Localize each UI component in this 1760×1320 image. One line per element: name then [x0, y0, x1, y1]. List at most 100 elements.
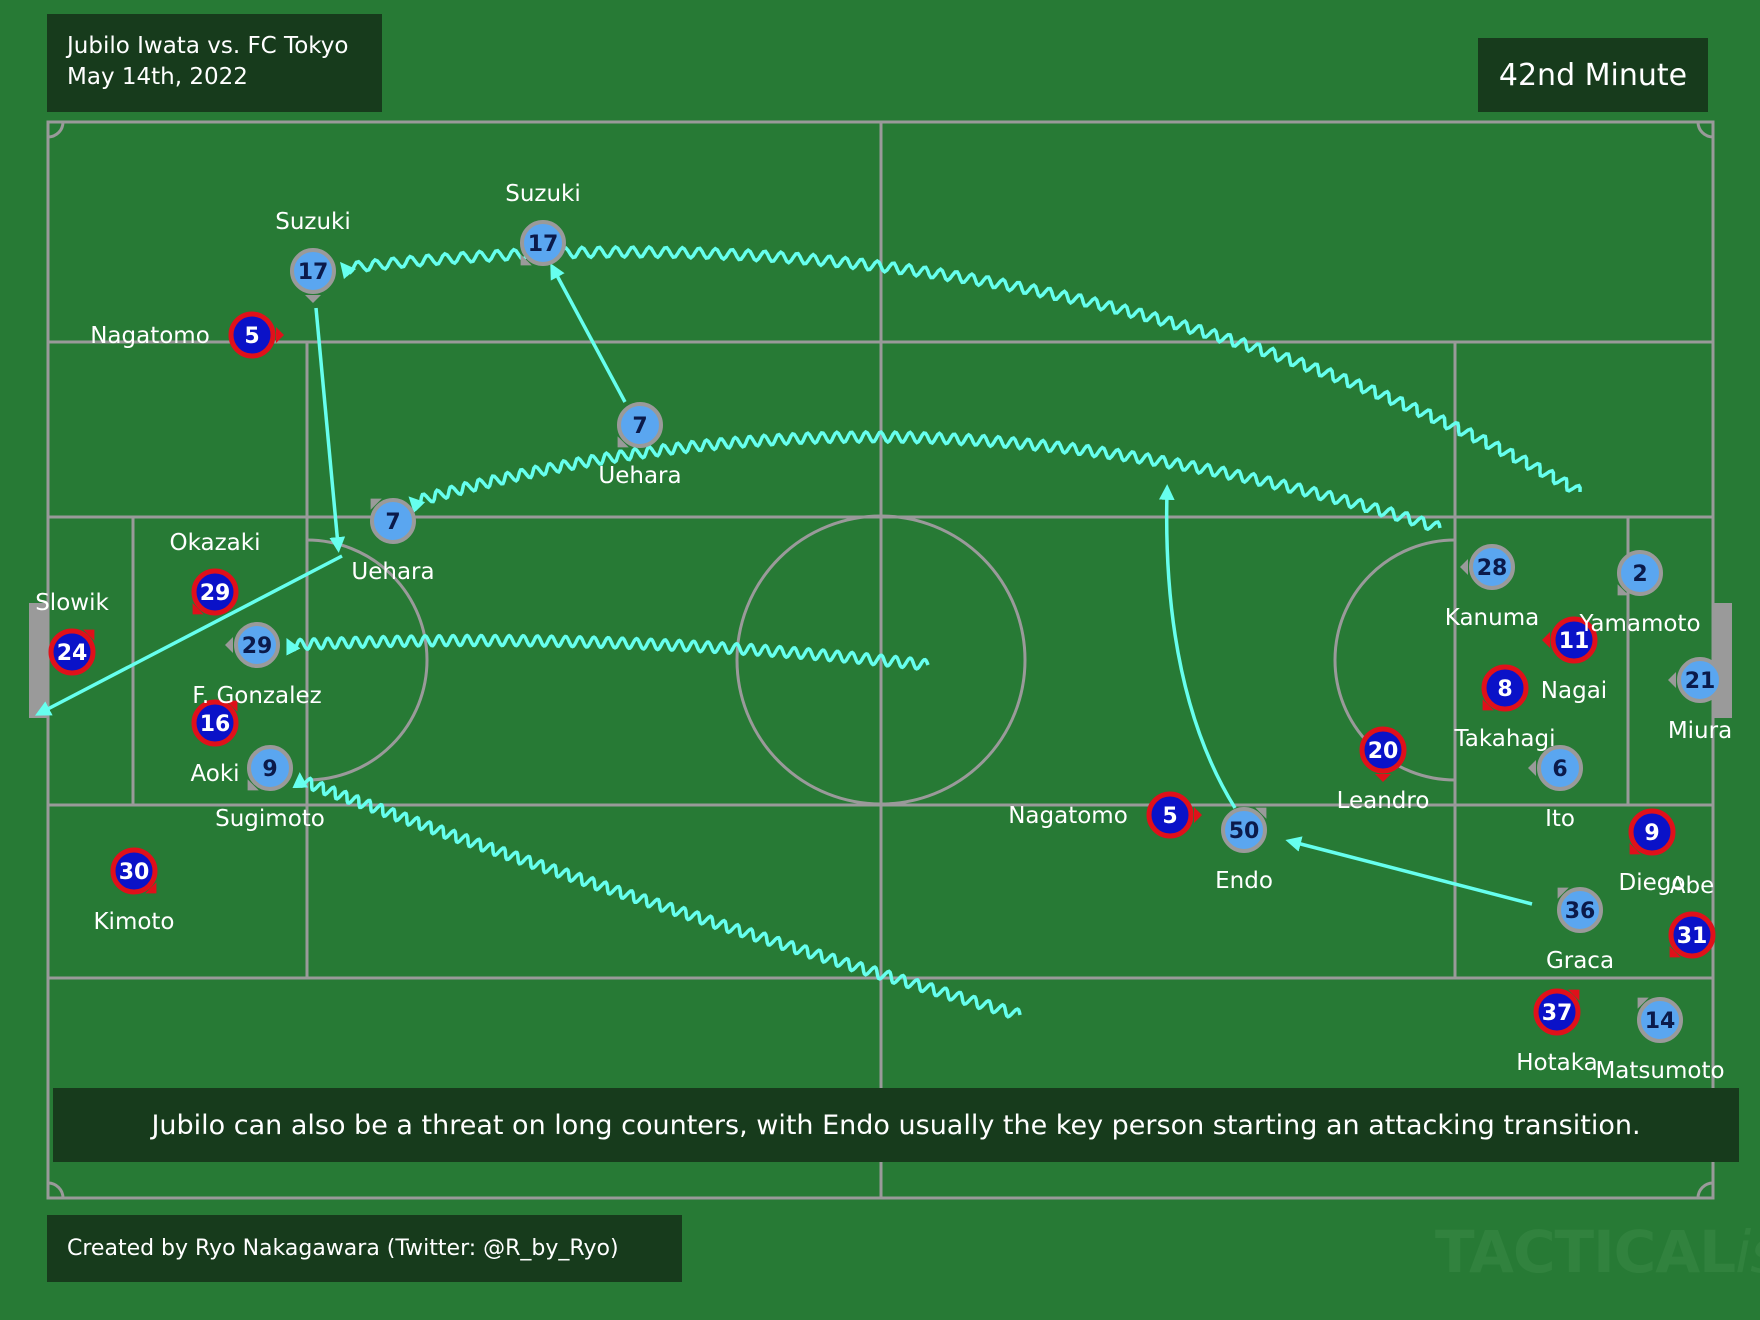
player-number: 5: [244, 324, 259, 349]
facing-direction-icon: [1375, 774, 1391, 782]
wavy-run-arrow-suzuki: [339, 244, 1582, 493]
facing-direction-icon: [1542, 632, 1550, 648]
corner-arc-tl: [47, 121, 65, 139]
pass-arrow-endo-forward: [1158, 484, 1237, 809]
player-number: 29: [200, 581, 231, 606]
facing-direction-icon: [1482, 699, 1494, 711]
player-number: 24: [57, 641, 88, 666]
match-title: Jubilo Iwata vs. FC Tokyo: [67, 33, 349, 59]
player-name: Uehara: [598, 463, 681, 489]
pass-arrow-graca-to-endo: [1285, 836, 1533, 906]
player-circle: [617, 402, 663, 448]
player-number: 8: [1497, 677, 1512, 702]
player-name: Kanuma: [1445, 605, 1539, 631]
player-name: Graca: [1546, 948, 1614, 974]
player-name: Diego: [1619, 870, 1686, 896]
left-penalty-arc: [306, 538, 429, 782]
right-penalty-arc: [1333, 538, 1456, 782]
player-circle: [520, 220, 566, 266]
player-name: Hotaka: [1516, 1050, 1598, 1076]
facing-direction-icon: [1629, 843, 1641, 855]
player-number: 16: [200, 712, 231, 737]
facing-direction-icon: [145, 882, 157, 894]
right-goal: [1713, 603, 1732, 718]
player-circle: [1637, 997, 1683, 1043]
player-circle: [48, 628, 96, 676]
player-name: Uehara: [351, 559, 434, 585]
facing-direction-icon: [1194, 807, 1202, 823]
facing-direction-icon: [225, 637, 233, 653]
player-circle: [191, 699, 239, 747]
match-info-panel: Jubilo Iwata vs. FC Tokyo May 14th, 2022: [47, 14, 382, 112]
player-circle: [370, 498, 416, 544]
player-circle: [1617, 550, 1663, 596]
player-marker-tokyo: 5 Nagatomo: [90, 311, 284, 359]
arrows: [35, 244, 1582, 1019]
match-date: May 14th, 2022: [67, 64, 248, 90]
player-name: Yamamoto: [1578, 611, 1700, 637]
facing-direction-icon: [1528, 760, 1536, 776]
player-number: 21: [1685, 669, 1716, 694]
player-number: 11: [1559, 629, 1590, 654]
facing-direction-icon: [1668, 672, 1676, 688]
player-circle: [1469, 544, 1515, 590]
player-circle: [191, 568, 239, 616]
facing-direction-icon: [1460, 559, 1468, 575]
player-marker-jubilo: 17 Suzuki: [275, 209, 351, 303]
facing-direction-icon: [1637, 997, 1649, 1009]
player-number: 17: [298, 260, 329, 285]
player-name: Sugimoto: [215, 806, 325, 832]
player-circle: [1668, 911, 1716, 959]
player-name: Suzuki: [275, 209, 351, 235]
facing-direction-icon: [520, 254, 532, 266]
facing-direction-icon: [1255, 807, 1267, 819]
player-number: 9: [1644, 821, 1659, 846]
left-goal: [29, 603, 48, 718]
player-number: 30: [119, 860, 150, 885]
player-number: 17: [528, 232, 559, 257]
player-circle: [234, 622, 280, 668]
caption-panel: Jubilo can also be a threat on long coun…: [53, 1088, 1739, 1162]
player-circle: [1481, 664, 1529, 712]
player-number: 20: [1368, 739, 1399, 764]
player-circle: [1677, 657, 1723, 703]
player-circle: [1146, 791, 1194, 839]
player-name: Slowik: [35, 590, 109, 616]
minute-panel: 42nd Minute: [1478, 38, 1708, 112]
player-name: Nagatomo: [90, 323, 210, 349]
player-number: 6: [1552, 757, 1567, 782]
player-number: 5: [1162, 804, 1177, 829]
player-circle: [1557, 887, 1603, 933]
player-name: Miura: [1668, 718, 1732, 744]
facing-direction-icon: [83, 629, 95, 641]
facing-direction-icon: [1617, 584, 1629, 596]
credit-text: Created by Ryo Nakagawara (Twitter: @R_b…: [67, 1236, 619, 1261]
pass-arrow-uehara-to-goal: [35, 554, 343, 716]
player-number: 7: [385, 510, 400, 535]
player-name: Nagai: [1541, 678, 1607, 704]
facing-direction-icon: [370, 498, 382, 510]
players-layer: 24Slowik5Nagatomo29Okazaki16Aoki30Kimoto…: [35, 181, 1732, 1084]
facing-direction-icon: [617, 436, 629, 448]
facing-direction-icon: [226, 700, 238, 712]
wavy-run-arrow-sugimoto: [292, 772, 1022, 1019]
player-name: Takahagi: [1453, 726, 1555, 752]
player-name: Ito: [1545, 806, 1575, 832]
facing-direction-icon: [305, 295, 321, 303]
facing-direction-icon: [192, 603, 204, 615]
player-circle: [228, 311, 276, 359]
player-marker-tokyo: 24 Slowik: [35, 590, 109, 676]
credit-panel: Created by Ryo Nakagawara (Twitter: @R_b…: [47, 1215, 682, 1282]
